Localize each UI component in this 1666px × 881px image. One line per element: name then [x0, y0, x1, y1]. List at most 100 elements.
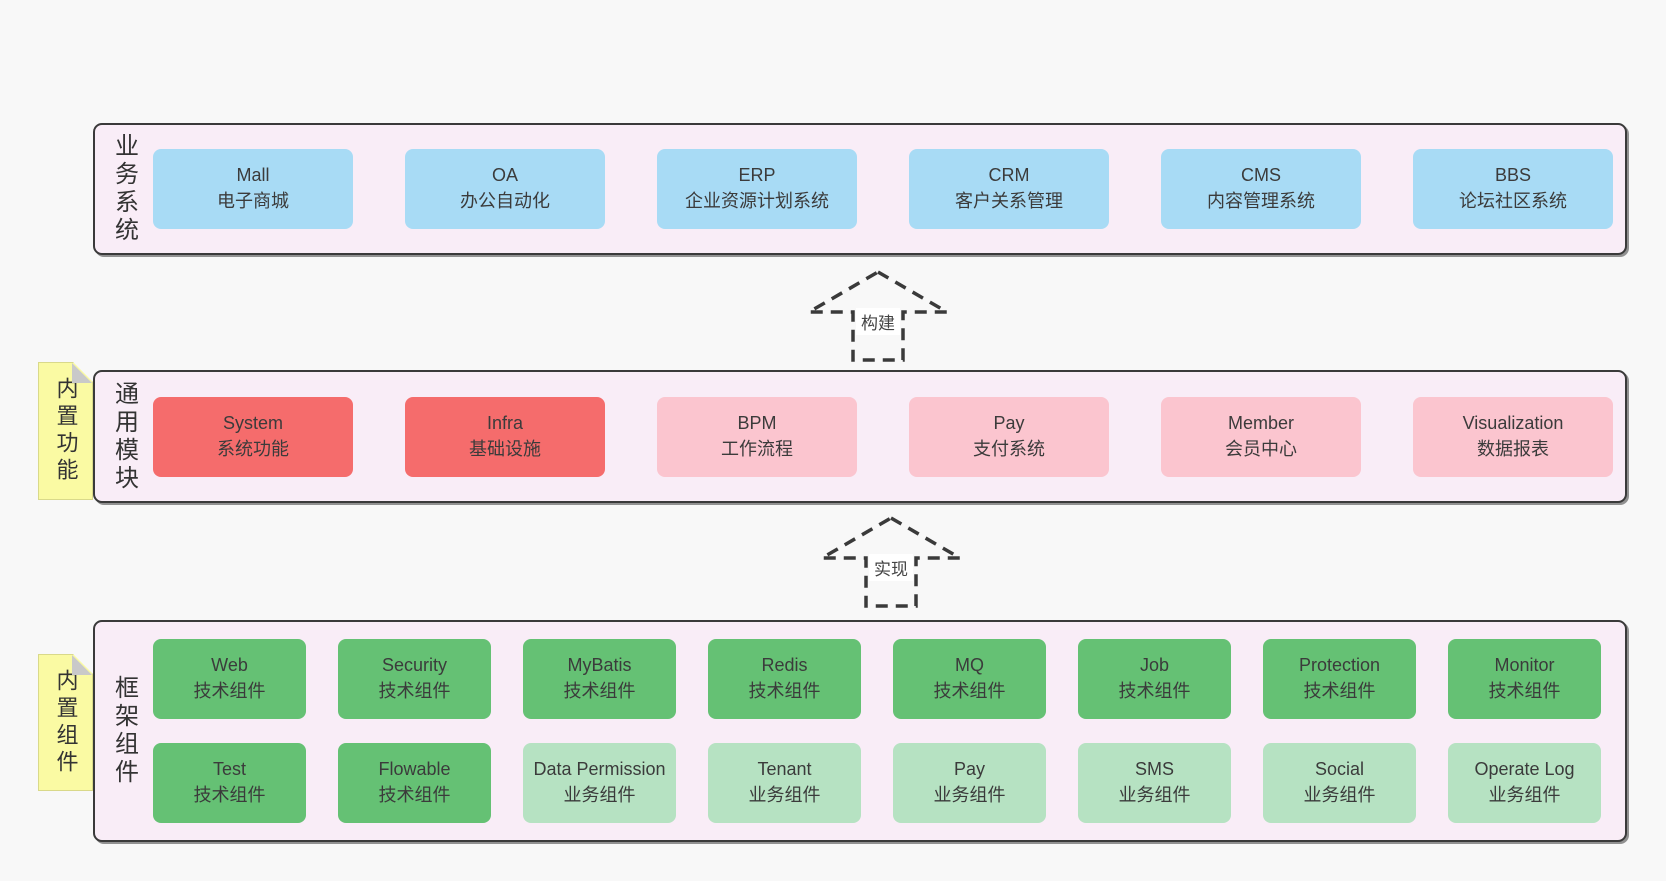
- note-builtin-features: 内置功能: [38, 362, 93, 500]
- arrow-build-label: 构建: [856, 308, 900, 335]
- box-name: SMS: [1134, 759, 1174, 780]
- note-fold-icon: [72, 655, 92, 675]
- arrow-implement-label: 实现: [869, 554, 913, 581]
- box-desc: 客户关系管理: [955, 191, 1063, 211]
- box-desc: 业务组件: [1118, 785, 1191, 805]
- box-desc: 数据报表: [1477, 438, 1549, 459]
- box-test: Test 技术组件: [153, 743, 306, 823]
- box-name: MyBatis: [567, 655, 632, 676]
- box-infra: Infra 基础设施: [405, 396, 605, 477]
- framework-rows: Web 技术组件 Security 技术组件 MyBatis 技术组件 Redi…: [153, 622, 1625, 840]
- box-security: Security 技术组件: [338, 639, 491, 719]
- box-monitor: Monitor 技术组件: [1448, 639, 1601, 719]
- modules-boxes-row: System 系统功能 Infra 基础设施 BPM 工作流程 Pay 支付系统…: [153, 372, 1625, 501]
- box-redis: Redis 技术组件: [708, 639, 861, 719]
- box-name: Member: [1227, 412, 1294, 433]
- box-desc: 技术组件: [378, 785, 451, 805]
- box-desc: 会员中心: [1225, 438, 1297, 459]
- box-name: Infra: [486, 412, 524, 433]
- framework-row-2: Test 技术组件 Flowable 技术组件 Data Permission …: [153, 743, 1613, 823]
- up-arrow-icon: [820, 516, 962, 608]
- box-pay-module: Pay 支付系统: [909, 396, 1109, 477]
- box-desc: 系统功能: [217, 438, 289, 459]
- box-name: Data Permission: [533, 759, 666, 780]
- box-name: CRM: [988, 165, 1030, 186]
- note-text: 内置功能: [53, 377, 79, 485]
- arrow-implement: 实现: [820, 516, 962, 608]
- box-desc: 技术组件: [748, 681, 821, 701]
- box-name: OA: [491, 165, 518, 186]
- note-fold-icon: [72, 363, 92, 383]
- box-erp: ERP 企业资源计划系统: [657, 149, 857, 229]
- box-desc: 技术组件: [1488, 681, 1561, 701]
- box-name: Job: [1139, 655, 1170, 676]
- box-name: Protection: [1298, 655, 1381, 676]
- box-desc: 技术组件: [1118, 681, 1191, 701]
- box-member: Member 会员中心: [1161, 396, 1361, 477]
- box-name: MQ: [955, 655, 984, 676]
- layer-framework-components: 框架组件 Web 技术组件 Security 技术组件 MyBatis 技术组件…: [93, 620, 1627, 842]
- layer-framework-label: 框架组件: [110, 675, 138, 787]
- box-name: Social: [1314, 759, 1365, 780]
- box-desc: 基础设施: [469, 438, 541, 459]
- box-mybatis: MyBatis 技术组件: [523, 639, 676, 719]
- box-web: Web 技术组件: [153, 639, 306, 719]
- box-crm: CRM 客户关系管理: [909, 149, 1109, 229]
- box-name: BPM: [737, 412, 777, 433]
- box-bbs: BBS 论坛社区系统: [1413, 149, 1613, 229]
- box-flowable: Flowable 技术组件: [338, 743, 491, 823]
- box-desc: 企业资源计划系统: [685, 191, 829, 211]
- box-desc: 业务组件: [748, 785, 821, 805]
- layer-common-modules: 通用模块 System 系统功能 Infra 基础设施 BPM 工作流程 Pay…: [93, 370, 1627, 503]
- arrow-build: 构建: [807, 270, 949, 362]
- box-name: ERP: [738, 165, 776, 186]
- box-system: System 系统功能: [153, 396, 353, 477]
- layer-modules-label: 通用模块: [110, 380, 138, 493]
- layer-business-systems: 业务系统 Mall 电子商城 OA 办公自动化 ERP 企业资源计划系统 CRM…: [93, 123, 1627, 255]
- box-name: Pay: [953, 759, 986, 780]
- box-desc: 技术组件: [933, 681, 1006, 701]
- box-desc: 技术组件: [563, 681, 636, 701]
- note-builtin-components: 内置组件: [38, 654, 93, 791]
- note-text: 内置组件: [53, 668, 79, 777]
- box-name: Tenant: [757, 759, 812, 780]
- box-social: Social 业务组件: [1263, 743, 1416, 823]
- box-name: Security: [381, 655, 448, 676]
- box-desc: 内容管理系统: [1207, 191, 1315, 211]
- box-name: Test: [212, 759, 246, 780]
- box-desc: 业务组件: [1488, 785, 1561, 805]
- box-name: Web: [211, 655, 248, 676]
- box-desc: 工作流程: [721, 438, 793, 459]
- box-tenant: Tenant 业务组件: [708, 743, 861, 823]
- box-desc: 业务组件: [563, 785, 636, 805]
- box-name: System: [222, 412, 283, 433]
- box-desc: 业务组件: [1303, 785, 1376, 805]
- box-name: Operate Log: [1474, 759, 1575, 780]
- box-job: Job 技术组件: [1078, 639, 1231, 719]
- box-desc: 支付系统: [973, 438, 1045, 459]
- box-pay-component: Pay 业务组件: [893, 743, 1046, 823]
- box-name: Flowable: [378, 759, 451, 780]
- framework-row-1: Web 技术组件 Security 技术组件 MyBatis 技术组件 Redi…: [153, 639, 1613, 719]
- box-mq: MQ 技术组件: [893, 639, 1046, 719]
- box-data-permission: Data Permission 业务组件: [523, 743, 676, 823]
- box-desc: 技术组件: [1303, 681, 1376, 701]
- box-name: Monitor: [1494, 655, 1555, 676]
- business-boxes-row: Mall 电子商城 OA 办公自动化 ERP 企业资源计划系统 CRM 客户关系…: [153, 125, 1625, 253]
- box-bpm: BPM 工作流程: [657, 396, 857, 477]
- box-desc: 办公自动化: [460, 191, 550, 211]
- box-name: CMS: [1241, 165, 1281, 186]
- up-arrow-icon: [807, 270, 949, 362]
- box-name: BBS: [1494, 165, 1532, 186]
- box-desc: 技术组件: [378, 681, 451, 701]
- box-name: Visualization: [1462, 412, 1564, 433]
- box-operate-log: Operate Log 业务组件: [1448, 743, 1601, 823]
- box-oa: OA 办公自动化: [405, 149, 605, 229]
- box-desc: 业务组件: [933, 785, 1006, 805]
- layer-business-label: 业务系统: [110, 133, 138, 245]
- box-protection: Protection 技术组件: [1263, 639, 1416, 719]
- box-name: Mall: [236, 165, 270, 186]
- box-mall: Mall 电子商城: [153, 149, 353, 229]
- box-visualization: Visualization 数据报表: [1413, 396, 1613, 477]
- box-desc: 技术组件: [193, 681, 266, 701]
